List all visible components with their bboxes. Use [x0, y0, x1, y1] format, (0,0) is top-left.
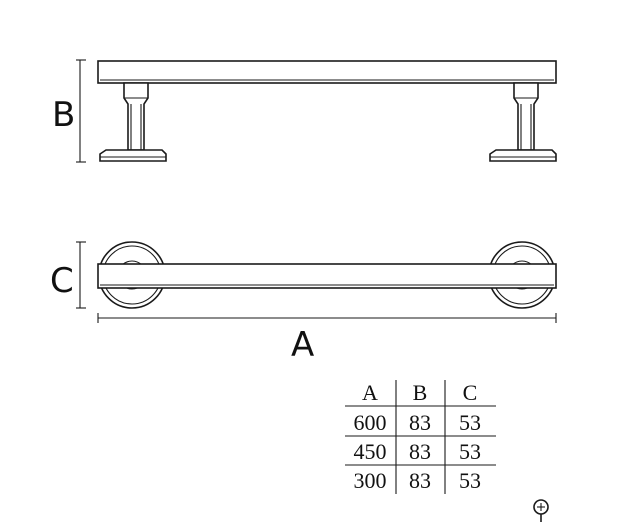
side-view: B — [52, 59, 557, 163]
dimension-b-label: B — [52, 95, 75, 135]
table-cell: 53 — [459, 410, 481, 435]
dimension-c-label: C — [50, 261, 74, 301]
dimension-c-line — [76, 241, 86, 309]
bar-side — [97, 60, 557, 84]
dimension-a-label: A — [291, 325, 314, 365]
dimension-a-line — [97, 313, 557, 323]
table-header-b: B — [413, 380, 428, 405]
right-post-side — [489, 82, 557, 162]
table-cell: 53 — [459, 468, 481, 493]
table-cell: 450 — [354, 439, 387, 464]
dimension-b-line — [76, 59, 86, 163]
left-post-side — [99, 82, 167, 162]
bar-plan — [97, 263, 557, 289]
table-cell: 53 — [459, 439, 481, 464]
size-table: A B C 600 83 53 450 83 53 300 83 53 — [345, 380, 496, 494]
table-cell: 83 — [409, 468, 431, 493]
table-header-a: A — [362, 380, 378, 405]
table-cell: 600 — [354, 410, 387, 435]
table-header-c: C — [463, 380, 478, 405]
table-cell: 83 — [409, 410, 431, 435]
table-cell: 300 — [354, 468, 387, 493]
table-cell: 83 — [409, 439, 431, 464]
plan-view: C A — [50, 241, 557, 365]
zoom-in-icon[interactable] — [533, 499, 549, 522]
